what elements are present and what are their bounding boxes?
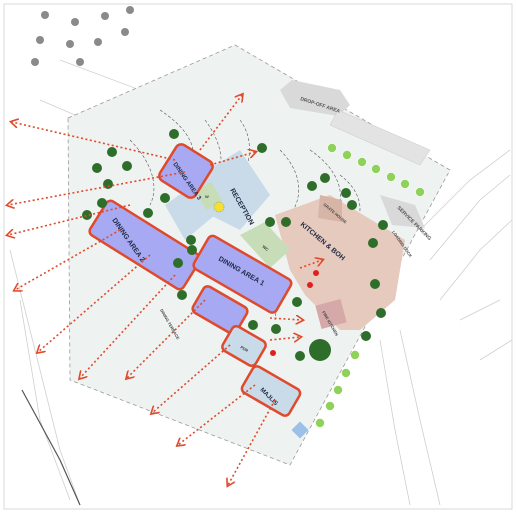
reception-wc-block [195, 181, 223, 211]
tree [82, 210, 92, 220]
tree [376, 308, 386, 318]
road-edge-dark [21, 389, 81, 506]
light-tree [415, 187, 425, 197]
dining-area-2: DINING AREA 2 [88, 199, 202, 291]
kitchen-boh-zone: KITCHEN & BOH GRATE HOUSE LOADING DOCK [275, 195, 413, 330]
tree [295, 351, 305, 361]
tree [173, 258, 183, 268]
tree [257, 143, 267, 153]
tree [370, 279, 380, 289]
tree [361, 331, 371, 341]
light-tree [333, 385, 343, 395]
drop-off-area: DROP-OFF AREA [280, 80, 431, 166]
image-frame [3, 3, 513, 510]
light-tree [325, 401, 335, 411]
tree-symbol [36, 36, 44, 44]
tree-symbol [66, 40, 74, 48]
tree [186, 235, 196, 245]
tree-symbol [31, 58, 39, 66]
wc-label: WC [261, 244, 269, 252]
view-arrow [209, 152, 255, 166]
view-arrow [269, 337, 300, 340]
reception-wc-label: W [205, 194, 209, 199]
light-tree [350, 350, 360, 360]
reception-zone: W RECEPTION [165, 150, 270, 240]
tree [122, 161, 132, 171]
tree [248, 320, 258, 330]
tree-symbol [126, 6, 134, 14]
entry-marker [307, 282, 313, 288]
entry-markers [270, 270, 319, 356]
light-trees [315, 143, 425, 428]
pdr-label: PDR [240, 345, 250, 354]
tree [271, 324, 281, 334]
view-arrow [12, 122, 176, 161]
tree [265, 217, 275, 227]
view-arrow [8, 204, 131, 235]
grate-house-block [318, 195, 342, 222]
tree [341, 188, 351, 198]
light-tree [327, 143, 337, 153]
view-arrow [178, 384, 256, 445]
view-arrow [269, 318, 302, 320]
view-arrow [80, 274, 176, 378]
view-arrow [299, 260, 322, 269]
tree [281, 217, 291, 227]
tree [143, 208, 153, 218]
dining-area-1: DINING AREA 1 [191, 234, 293, 335]
light-tree [315, 418, 325, 428]
view-arrow [152, 344, 231, 413]
tree [320, 173, 330, 183]
tree [107, 147, 117, 157]
view-arrows [8, 95, 322, 485]
water-feature [291, 421, 309, 439]
tree-symbol [76, 58, 84, 66]
view-arrow [127, 299, 206, 378]
majlis-zone: MAJLIS [240, 365, 302, 417]
tree [347, 200, 357, 210]
pdr-zone: PDR [221, 324, 267, 368]
tree [103, 179, 113, 189]
tree [292, 297, 302, 307]
light-tree [371, 164, 381, 174]
view-arrow [15, 229, 121, 290]
light-tree [357, 157, 367, 167]
tree-symbol [101, 12, 109, 20]
context-tree-symbols [31, 6, 134, 66]
tree [177, 290, 187, 300]
trees [82, 129, 388, 361]
tree [307, 181, 317, 191]
light-tree [341, 368, 351, 378]
tree-symbol [121, 28, 129, 36]
reception-feature-marker [213, 201, 225, 213]
light-tree [400, 179, 410, 189]
tree [378, 220, 388, 230]
large-tree [309, 339, 331, 361]
tree-symbol [94, 38, 102, 46]
light-tree [386, 172, 396, 182]
entry-marker [313, 270, 319, 276]
tree [368, 238, 378, 248]
tree [187, 245, 197, 255]
entry-marker [270, 350, 276, 356]
tree [169, 129, 179, 139]
light-tree [342, 150, 352, 160]
tree [92, 163, 102, 173]
tree [97, 198, 107, 208]
view-arrow [38, 254, 151, 352]
fire-kitchen-zone: FIRE KITCHEN [315, 299, 347, 337]
wc-zone: WC [240, 222, 290, 268]
tree-symbol [71, 18, 79, 26]
tree [160, 193, 170, 203]
tree-symbol [41, 11, 49, 19]
view-arrow [8, 171, 186, 205]
